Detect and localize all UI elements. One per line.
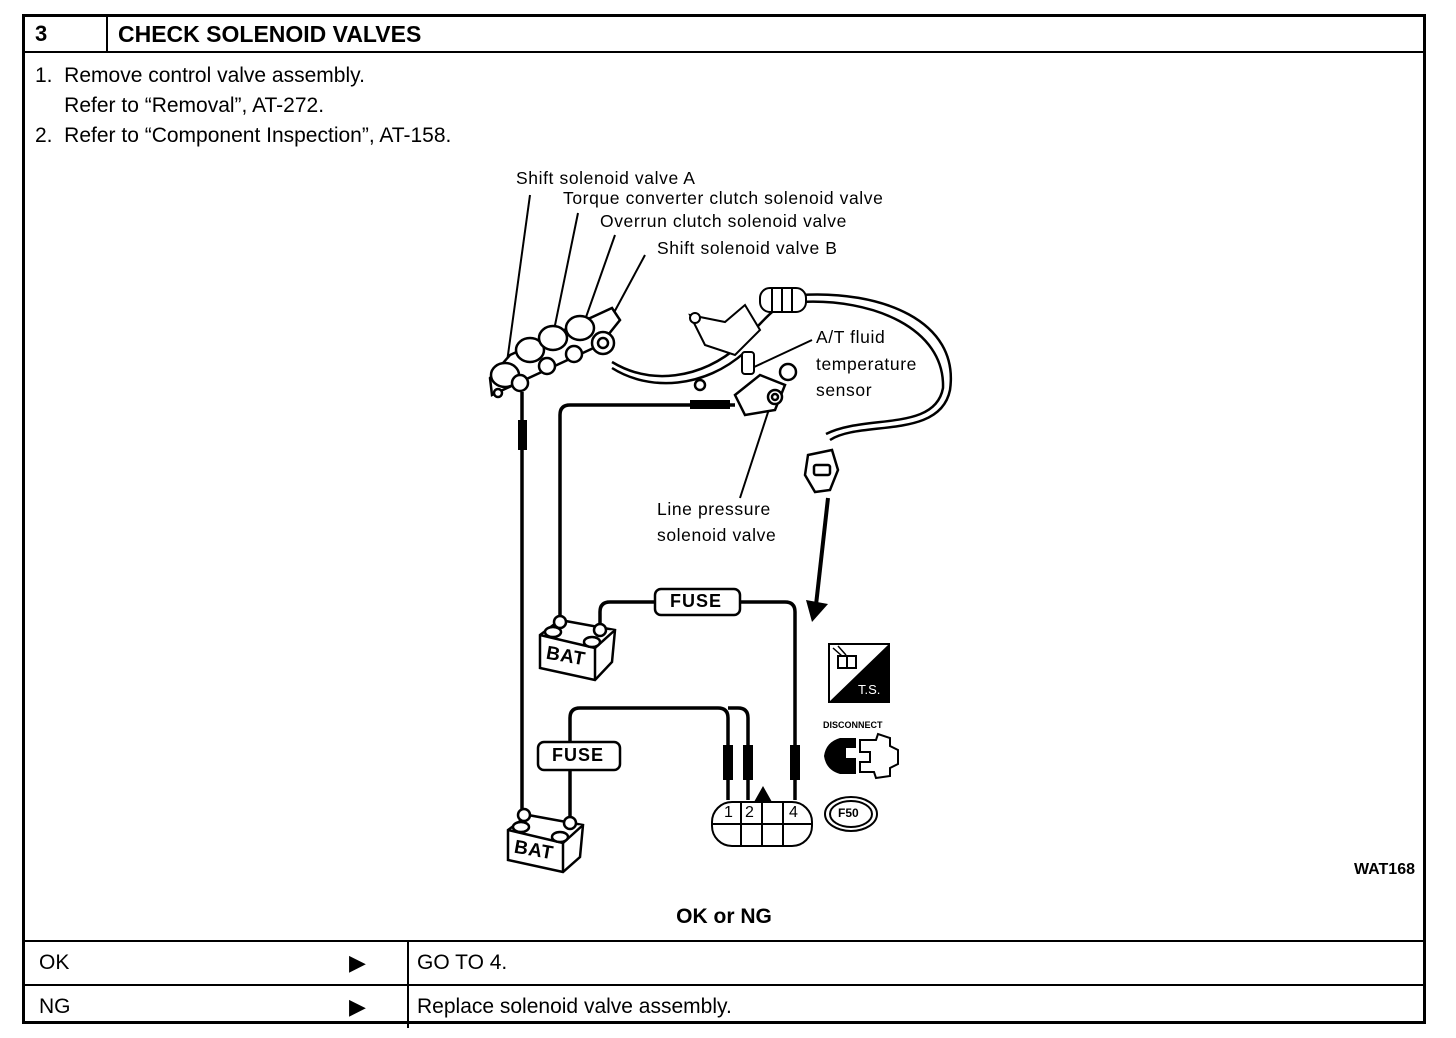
label-ts: T.S. [858, 682, 881, 697]
result-action: GO TO 4. [417, 951, 508, 974]
result-row-ok: OK ▶ GO TO 4. [25, 942, 1423, 986]
result-action: Replace solenoid valve assembly. [417, 995, 732, 1018]
harness-grommet [759, 287, 807, 313]
label-overrun-clutch: Overrun clutch solenoid valve [600, 211, 847, 231]
label-torque-converter-clutch: Torque converter clutch solenoid valve [563, 188, 884, 208]
harness-connector [803, 448, 840, 494]
harness-wire [799, 300, 945, 436]
wire-sleeve [690, 400, 730, 409]
wire-sleeve [790, 745, 800, 780]
leader-line [552, 212, 579, 336]
label-pin-4: 4 [789, 804, 799, 821]
label-atf-sensor-2: temperature [816, 354, 917, 374]
leader-line [609, 254, 646, 321]
wire-sleeve [743, 745, 753, 780]
fuse-upper [653, 587, 742, 617]
wire-upper-fuse [598, 600, 655, 628]
instruction-step: 2. Refer to “Component Inspection”, AT-1… [35, 124, 452, 147]
figure-id: WAT168 [1353, 861, 1415, 878]
label-pin-1: 1 [724, 804, 734, 821]
instruction-step: 1. Remove control valve assembly. [35, 64, 365, 87]
procedure-frame: 3 CHECK SOLENOID VALVES 1. Remove contro… [22, 14, 1426, 1028]
wire-sleeve [518, 420, 527, 450]
label-shift-solenoid-b: Shift solenoid valve B [657, 238, 838, 258]
solenoid-valve-assembly [488, 306, 622, 399]
wire-upper-fuse-out [740, 600, 797, 800]
battery-upper [538, 614, 617, 682]
label-atf-sensor-1: A/T fluid [816, 327, 886, 347]
connector-face [711, 801, 813, 847]
instruction-list: 1. Remove control valve assembly. Refer … [35, 61, 451, 151]
terminal-marker [754, 786, 772, 802]
label-fuse-lower: FUSE [552, 745, 605, 765]
arrow-right-icon: ▶ [349, 950, 366, 975]
harness-wire [799, 293, 953, 442]
tester-ts-icon [828, 643, 890, 703]
battery-lower [506, 807, 585, 874]
label-connector-id: F50 [838, 806, 859, 820]
arrow-right-icon: ▶ [349, 994, 366, 1019]
harness-wire [611, 351, 746, 385]
leader-line [751, 339, 813, 369]
result-title: OK or NG [676, 905, 772, 928]
wire-lower-fuse [568, 706, 730, 820]
label-fuse-upper: FUSE [670, 591, 723, 611]
connector-f50-badge [824, 796, 878, 832]
wire-sleeve [723, 745, 733, 780]
instruction-step: Refer to “Removal”, AT-272. [35, 94, 325, 117]
result-status: NG [25, 986, 409, 1028]
step-title: CHECK SOLENOID VALVES [118, 21, 422, 47]
line-pressure-solenoid [693, 362, 798, 417]
leader-line [584, 234, 616, 321]
label-atf-sensor-3: sensor [816, 380, 873, 400]
label-line-pressure-2: solenoid valve [657, 525, 777, 545]
step-header: 3 CHECK SOLENOID VALVES [25, 17, 1423, 53]
fluid-temperature-sensor [688, 303, 762, 375]
leader-line [506, 194, 531, 363]
label-line-pressure-1: Line pressure [657, 499, 771, 519]
result-status: OK [25, 942, 409, 984]
disconnect-connector-icon [824, 732, 899, 780]
fuse-lower [536, 740, 622, 772]
result-table: OK ▶ GO TO 4. NG ▶ Replace solenoid valv… [25, 940, 1423, 1028]
label-pin-2: 2 [745, 804, 755, 821]
leader-line [739, 399, 773, 499]
label-disconnect: DISCONNECT [823, 720, 883, 730]
connection-arrow [806, 497, 830, 622]
wire-lower-fuse-2 [728, 706, 750, 800]
result-row-ng: NG ▶ Replace solenoid valve assembly. [25, 986, 1423, 1028]
wire-line-pressure [558, 403, 735, 620]
label-shift-solenoid-a: Shift solenoid valve A [516, 168, 696, 188]
step-number: 3 [25, 17, 108, 51]
